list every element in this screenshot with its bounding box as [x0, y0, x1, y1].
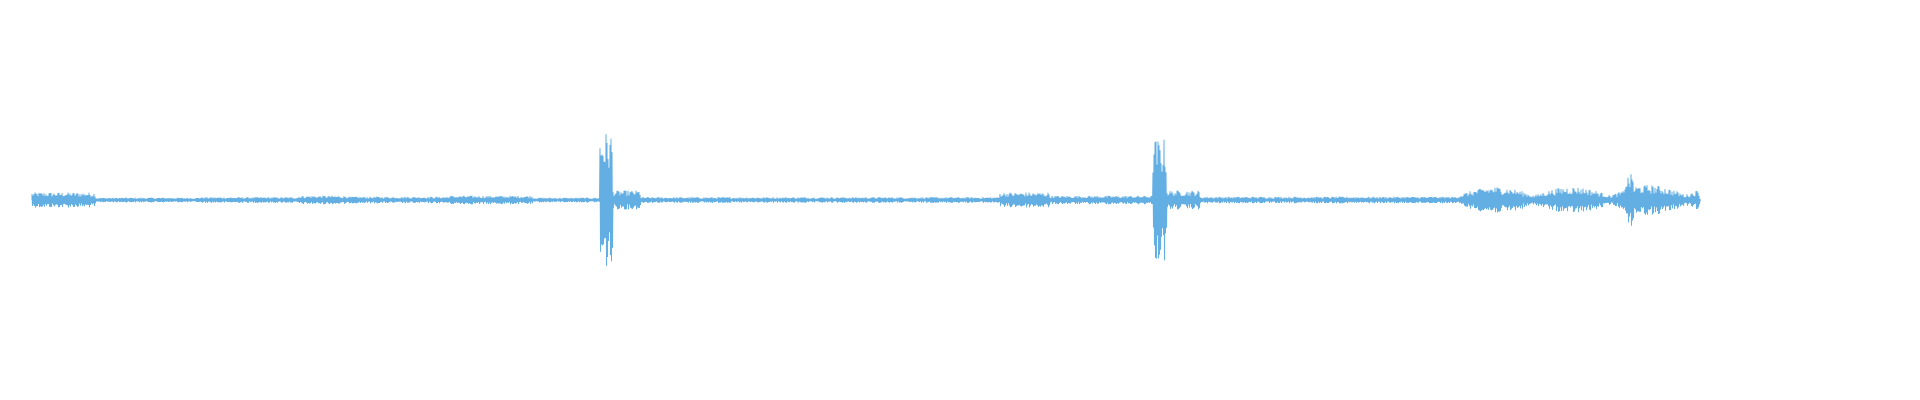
waveform-path — [31, 134, 1701, 266]
